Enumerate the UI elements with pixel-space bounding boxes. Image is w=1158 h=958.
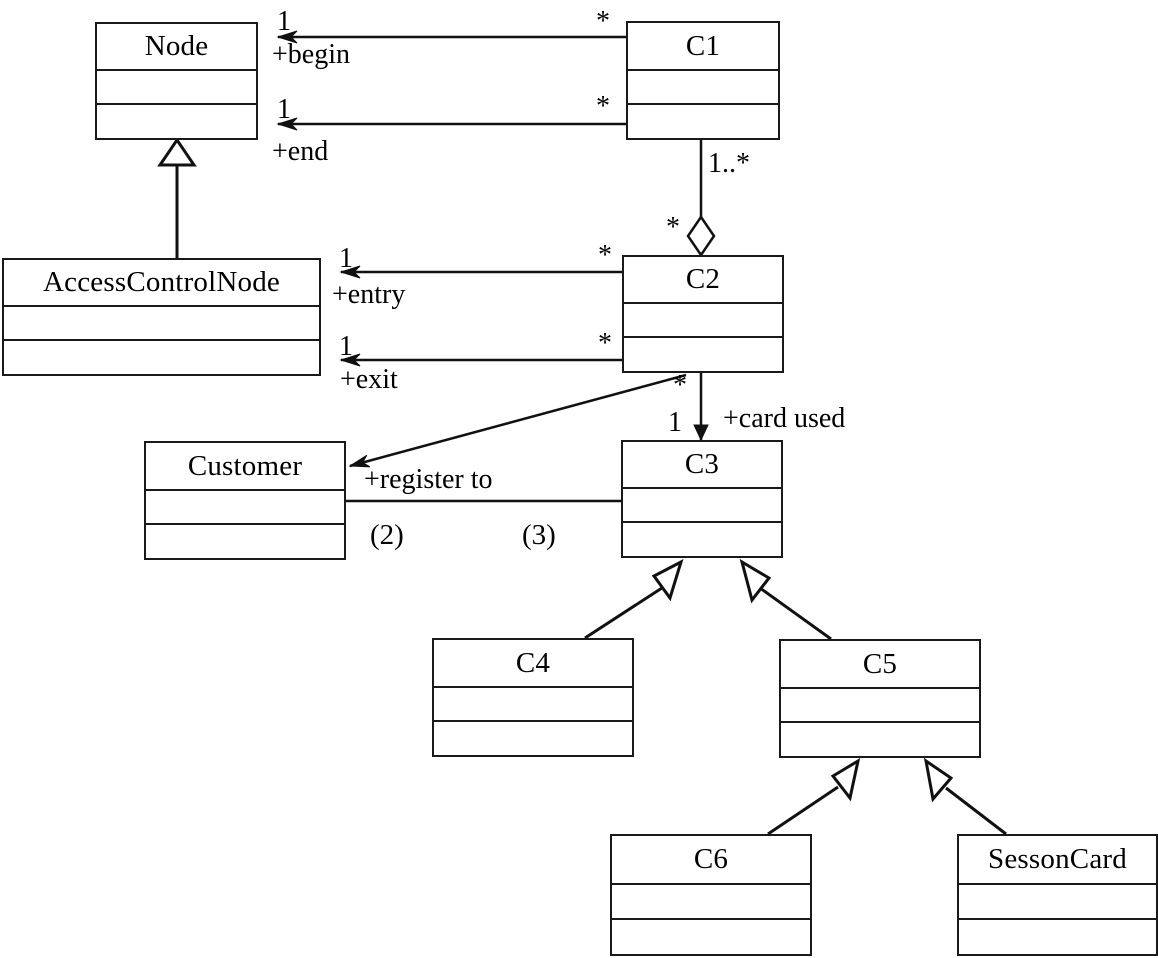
multiplicity-c2-aggregation: *: [666, 212, 680, 243]
class-operations-customer: [146, 525, 344, 559]
multiplicity-acn-entry: 1: [339, 243, 353, 274]
multiplicity-node-begin: 1: [277, 6, 291, 37]
class-operations-c2: [624, 338, 782, 372]
class-box-c3[interactable]: C3: [621, 440, 783, 558]
class-name-accesscontrolnode: AccessControlNode: [4, 260, 319, 307]
class-box-node[interactable]: Node: [95, 22, 258, 140]
class-box-sessoncard[interactable]: SessonCard: [957, 834, 1158, 956]
class-operations-sessoncard: [959, 920, 1156, 955]
class-operations-c3: [623, 523, 781, 557]
multiplicity-c1-end: *: [596, 91, 610, 122]
class-operations-c6: [612, 920, 810, 955]
class-attributes-c4: [434, 688, 632, 722]
class-name-c6: C6: [612, 836, 810, 885]
edge-label-begin: +begin: [272, 39, 350, 70]
class-box-c4[interactable]: C4: [432, 638, 634, 757]
class-operations-node: [97, 105, 256, 139]
class-box-c6[interactable]: C6: [610, 834, 812, 956]
class-attributes-c6: [612, 885, 810, 920]
class-attributes-c1: [628, 71, 778, 105]
class-name-c3: C3: [623, 442, 781, 489]
edge-generalization-c4-c3: [584, 559, 684, 640]
class-operations-c1: [628, 105, 778, 139]
class-operations-accesscontrolnode: [4, 341, 319, 375]
multiplicity-c1-aggregation: 1..*: [708, 148, 750, 179]
class-operations-c5: [781, 723, 979, 757]
class-box-customer[interactable]: Customer: [144, 441, 346, 560]
class-attributes-c5: [781, 689, 979, 723]
multiplicity-c2-exit: *: [598, 328, 612, 359]
class-name-c5: C5: [781, 641, 979, 689]
multiplicity-c2-card-used: *: [673, 370, 687, 401]
annotation-note-3: (3): [522, 519, 556, 551]
multiplicity-c1-begin: *: [596, 6, 610, 37]
class-box-c5[interactable]: C5: [779, 639, 981, 758]
class-name-node: Node: [97, 24, 256, 71]
edge-label-end: +end: [272, 136, 329, 167]
class-box-c1[interactable]: C1: [626, 21, 780, 140]
multiplicity-acn-exit: 1: [339, 331, 353, 362]
edge-generalization-c5-c3: [739, 558, 832, 641]
edge-label-exit: +exit: [340, 364, 398, 395]
edge-generalization-c6-c5: [767, 757, 861, 836]
class-name-c2: C2: [624, 257, 782, 304]
class-box-accesscontrolnode[interactable]: AccessControlNode: [2, 258, 321, 376]
class-attributes-node: [97, 71, 256, 105]
class-name-c1: C1: [628, 23, 778, 71]
multiplicity-c3-card-used: 1: [668, 407, 682, 438]
class-attributes-c3: [623, 489, 781, 523]
multiplicity-node-end: 1: [277, 94, 291, 125]
class-name-customer: Customer: [146, 443, 344, 491]
class-box-c2[interactable]: C2: [622, 255, 784, 373]
class-attributes-c2: [624, 304, 782, 338]
edge-label-entry: +entry: [332, 279, 406, 310]
class-attributes-sessoncard: [959, 885, 1156, 920]
edge-label-card-used: +card used: [723, 403, 846, 434]
multiplicity-c2-entry: *: [598, 240, 612, 271]
class-attributes-accesscontrolnode: [4, 307, 319, 341]
edge-generalization-sessoncard-c5: [923, 757, 1007, 836]
class-name-c4: C4: [434, 640, 632, 688]
class-name-sessoncard: SessonCard: [959, 836, 1156, 885]
class-attributes-customer: [146, 491, 344, 525]
edge-label-register-to: +register to: [364, 464, 493, 495]
class-operations-c4: [434, 722, 632, 756]
edge-c2-customer-register-to: [348, 373, 687, 468]
edge-generalization-accesscontrolnode-node: [157, 137, 197, 258]
annotation-note-2: (2): [370, 519, 404, 551]
edge-aggregation-c1-c2: [686, 140, 716, 258]
